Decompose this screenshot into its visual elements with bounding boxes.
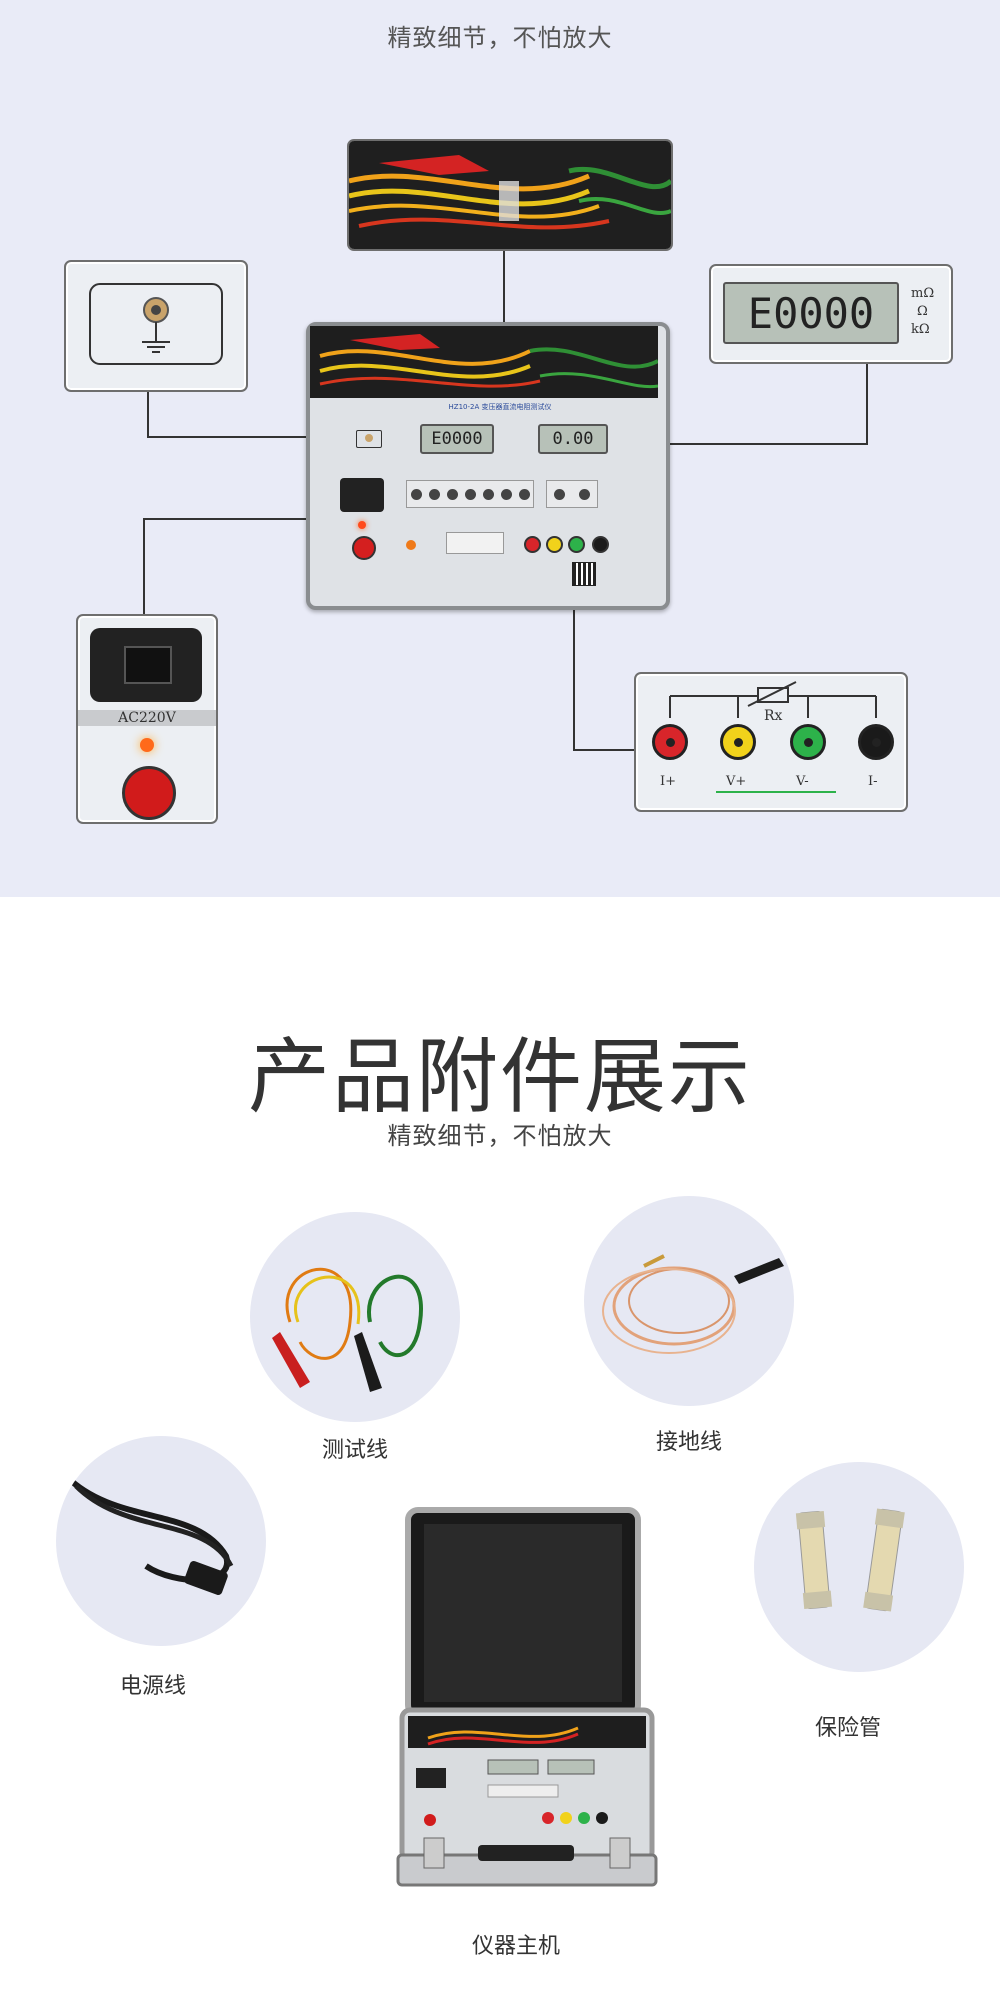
- zoom-power-led: [140, 738, 154, 752]
- range-button-group: [546, 480, 598, 508]
- zoom-power-socket: [90, 628, 202, 702]
- zoom-jack-black: [858, 724, 894, 760]
- connector-line: [620, 443, 868, 445]
- terminal-jack-green[interactable]: [568, 536, 585, 553]
- range-button[interactable]: [554, 488, 565, 500]
- terminal-label-i-minus: I-: [868, 774, 878, 789]
- detail-section: 精致细节，不怕放大: [0, 0, 1000, 897]
- function-button[interactable]: [482, 488, 494, 500]
- connector-line: [147, 390, 149, 437]
- ground-wire-image: [584, 1196, 794, 1406]
- qr-code: [572, 562, 596, 586]
- power-cord-image: [56, 1436, 266, 1646]
- wires-illustration: [349, 141, 671, 249]
- terminal-jack-black[interactable]: [592, 536, 609, 553]
- zoom-lcd-display: E0000: [723, 282, 899, 344]
- button-row: [406, 480, 534, 508]
- wires-detail-card: [347, 139, 673, 251]
- connector-line: [143, 518, 348, 520]
- display-detail-card: E0000 mΩ Ω kΩ: [709, 264, 953, 364]
- function-button[interactable]: [464, 488, 476, 500]
- left-lcd-display: E0000: [420, 424, 494, 454]
- terminal-jack-yellow[interactable]: [546, 536, 563, 553]
- main-unit-illustration: [396, 1507, 658, 1887]
- zoom-jack-red: [652, 724, 688, 760]
- function-button[interactable]: [446, 488, 458, 500]
- test-leads-illustration: [272, 1267, 423, 1392]
- connector-line: [143, 518, 145, 614]
- zoom-jack-green: [790, 724, 826, 760]
- ground-wire-illustration: [602, 1254, 784, 1354]
- connector-line: [573, 540, 575, 750]
- function-button[interactable]: [518, 488, 530, 500]
- ground-terminal-illustration: [89, 283, 223, 365]
- power-socket[interactable]: [340, 478, 384, 512]
- power-rating-label: AC220V: [78, 710, 216, 726]
- main-unit-image: [388, 1500, 666, 1890]
- terminal-jack-red[interactable]: [524, 536, 541, 553]
- detail-caption: 精致细节，不怕放大: [387, 24, 613, 52]
- right-lcd-display: 0.00: [538, 424, 608, 454]
- terminal-label-i-plus: I+: [660, 774, 677, 789]
- accessories-subtitle: 精致细节，不怕放大: [387, 1122, 613, 1150]
- main-unit-label: 仪器主机: [471, 1934, 560, 1959]
- terminal-label-v-minus: V-: [796, 774, 809, 789]
- test-leads-label: 测试线: [321, 1438, 388, 1463]
- fuse-image: [754, 1462, 964, 1672]
- range-button[interactable]: [579, 488, 590, 500]
- unit-mohm: mΩ: [911, 286, 935, 301]
- rx-label: Rx: [764, 708, 783, 724]
- test-leads-image: [250, 1212, 460, 1422]
- power-indicator-led: [358, 521, 366, 529]
- orange-indicator: [406, 540, 416, 550]
- terminal-label-v-plus: V+: [726, 774, 747, 789]
- panel-title: HZ10-2A 变压器直流电阻测试仪: [448, 403, 552, 411]
- ground-terminal[interactable]: [356, 430, 382, 448]
- function-button[interactable]: [428, 488, 440, 500]
- connector-line: [866, 362, 868, 444]
- unit-ohm: Ω: [917, 304, 928, 319]
- power-cord-illustration: [63, 1473, 234, 1595]
- ground-terminal-card: [64, 260, 248, 392]
- fuse-illustration: [795, 1508, 905, 1612]
- connector-line: [573, 749, 635, 751]
- fuse-label: 保险管: [814, 1716, 881, 1741]
- zoom-jack-yellow: [720, 724, 756, 760]
- power-cord-label: 电源线: [119, 1674, 186, 1699]
- power-detail-card: AC220V: [76, 614, 218, 824]
- ground-wire-label: 接地线: [655, 1430, 722, 1455]
- connector-line: [147, 436, 347, 438]
- zoom-power-switch: [122, 766, 176, 820]
- terminal-wiring-diagram: [669, 681, 877, 793]
- unit-kohm: kΩ: [911, 322, 930, 337]
- instrument-wires: [310, 326, 658, 398]
- function-button[interactable]: [500, 488, 512, 500]
- terminals-detail-card: Rx I+ V+ V- I-: [634, 672, 908, 812]
- accessories-title: 产品附件展示: [247, 1030, 752, 1125]
- function-button[interactable]: [410, 488, 422, 500]
- instrument-main: HZ10-2A 变压器直流电阻测试仪 E0000 0.00: [306, 322, 670, 610]
- power-switch[interactable]: [352, 536, 376, 560]
- status-panel: [446, 532, 504, 554]
